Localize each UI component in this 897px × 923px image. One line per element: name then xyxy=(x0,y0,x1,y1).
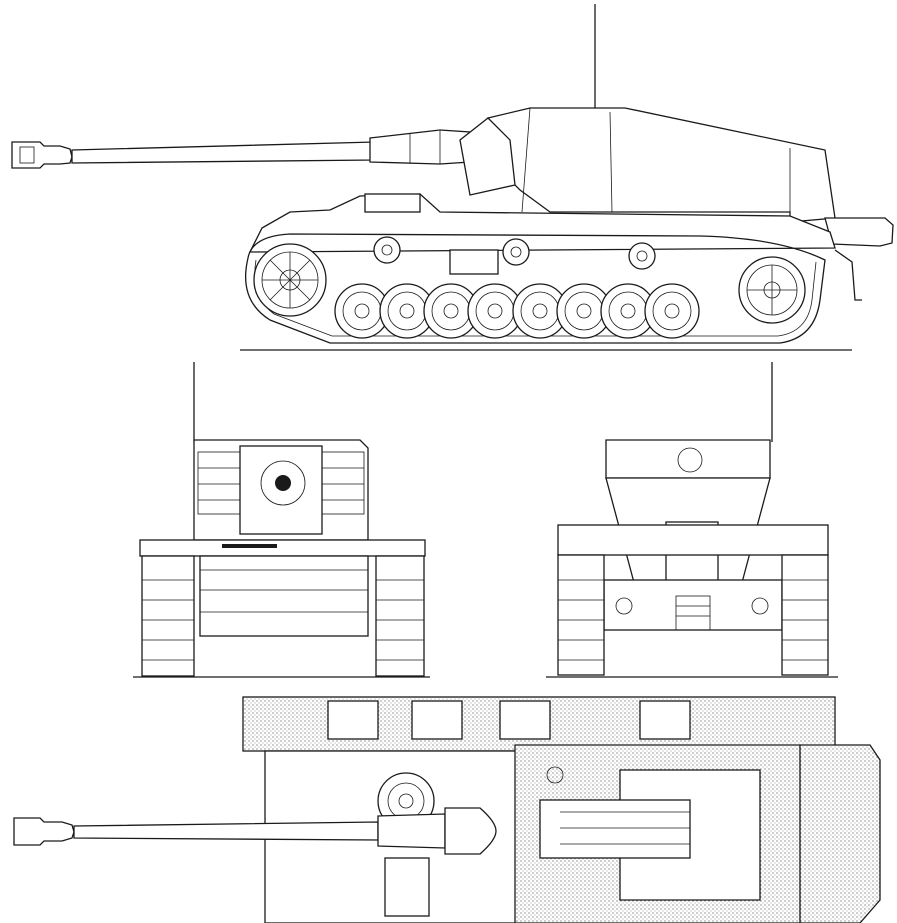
top-gun-barrel xyxy=(73,821,379,841)
front-hull-top xyxy=(139,539,426,557)
rear-tow-bracket xyxy=(834,249,862,301)
top-stowage-bin-4 xyxy=(639,700,691,740)
road-wheels xyxy=(334,283,700,339)
rear-track-right xyxy=(781,554,829,676)
top-gun-breech xyxy=(539,799,691,859)
top-stowage-bin-3 xyxy=(499,700,551,740)
rear-light-left xyxy=(615,597,633,615)
top-gun xyxy=(13,807,497,855)
front-glacis xyxy=(199,555,369,637)
front-track-right xyxy=(375,555,425,677)
return-rollers xyxy=(373,236,656,270)
gun-bore-ring xyxy=(260,460,306,506)
gun-bore xyxy=(275,475,291,491)
top-muzzle-brake xyxy=(13,817,75,846)
rear-stowage-box xyxy=(824,217,894,247)
top-recoil-sleeve xyxy=(377,813,446,849)
gun-barrel xyxy=(71,141,376,164)
gun-shield xyxy=(459,117,516,196)
rear-light-right xyxy=(751,597,769,615)
driver-visor xyxy=(222,544,277,548)
muzzle-brake xyxy=(11,141,73,169)
track-outline xyxy=(244,233,826,344)
top-engine-hatch xyxy=(384,857,430,917)
fighting-compartment xyxy=(487,107,836,223)
top-stowage-bin-1 xyxy=(327,700,379,740)
suspension-bracket xyxy=(449,249,499,275)
idler-wheel xyxy=(738,256,806,324)
top-stowage-bin-2 xyxy=(411,700,463,740)
rear-hull-plate xyxy=(603,579,783,631)
top-gunner-sight xyxy=(546,766,564,784)
top-gun-mantlet xyxy=(444,807,497,855)
drive-sprocket xyxy=(253,243,327,317)
engine-deck-hatch xyxy=(364,193,421,213)
side-view xyxy=(11,4,894,351)
top-rear-deck xyxy=(799,744,881,923)
rear-view xyxy=(546,362,838,678)
front-track-left xyxy=(141,555,195,677)
side-gun xyxy=(11,129,471,169)
rear-compartment-top xyxy=(605,439,771,479)
front-view xyxy=(133,362,430,678)
muzzle-brake-port xyxy=(19,146,35,164)
gun-recoil-sleeve xyxy=(369,129,471,165)
top-view xyxy=(13,696,881,923)
rear-track-left xyxy=(557,554,605,676)
rear-ladder xyxy=(675,595,711,631)
rear-hull-top xyxy=(557,524,829,556)
